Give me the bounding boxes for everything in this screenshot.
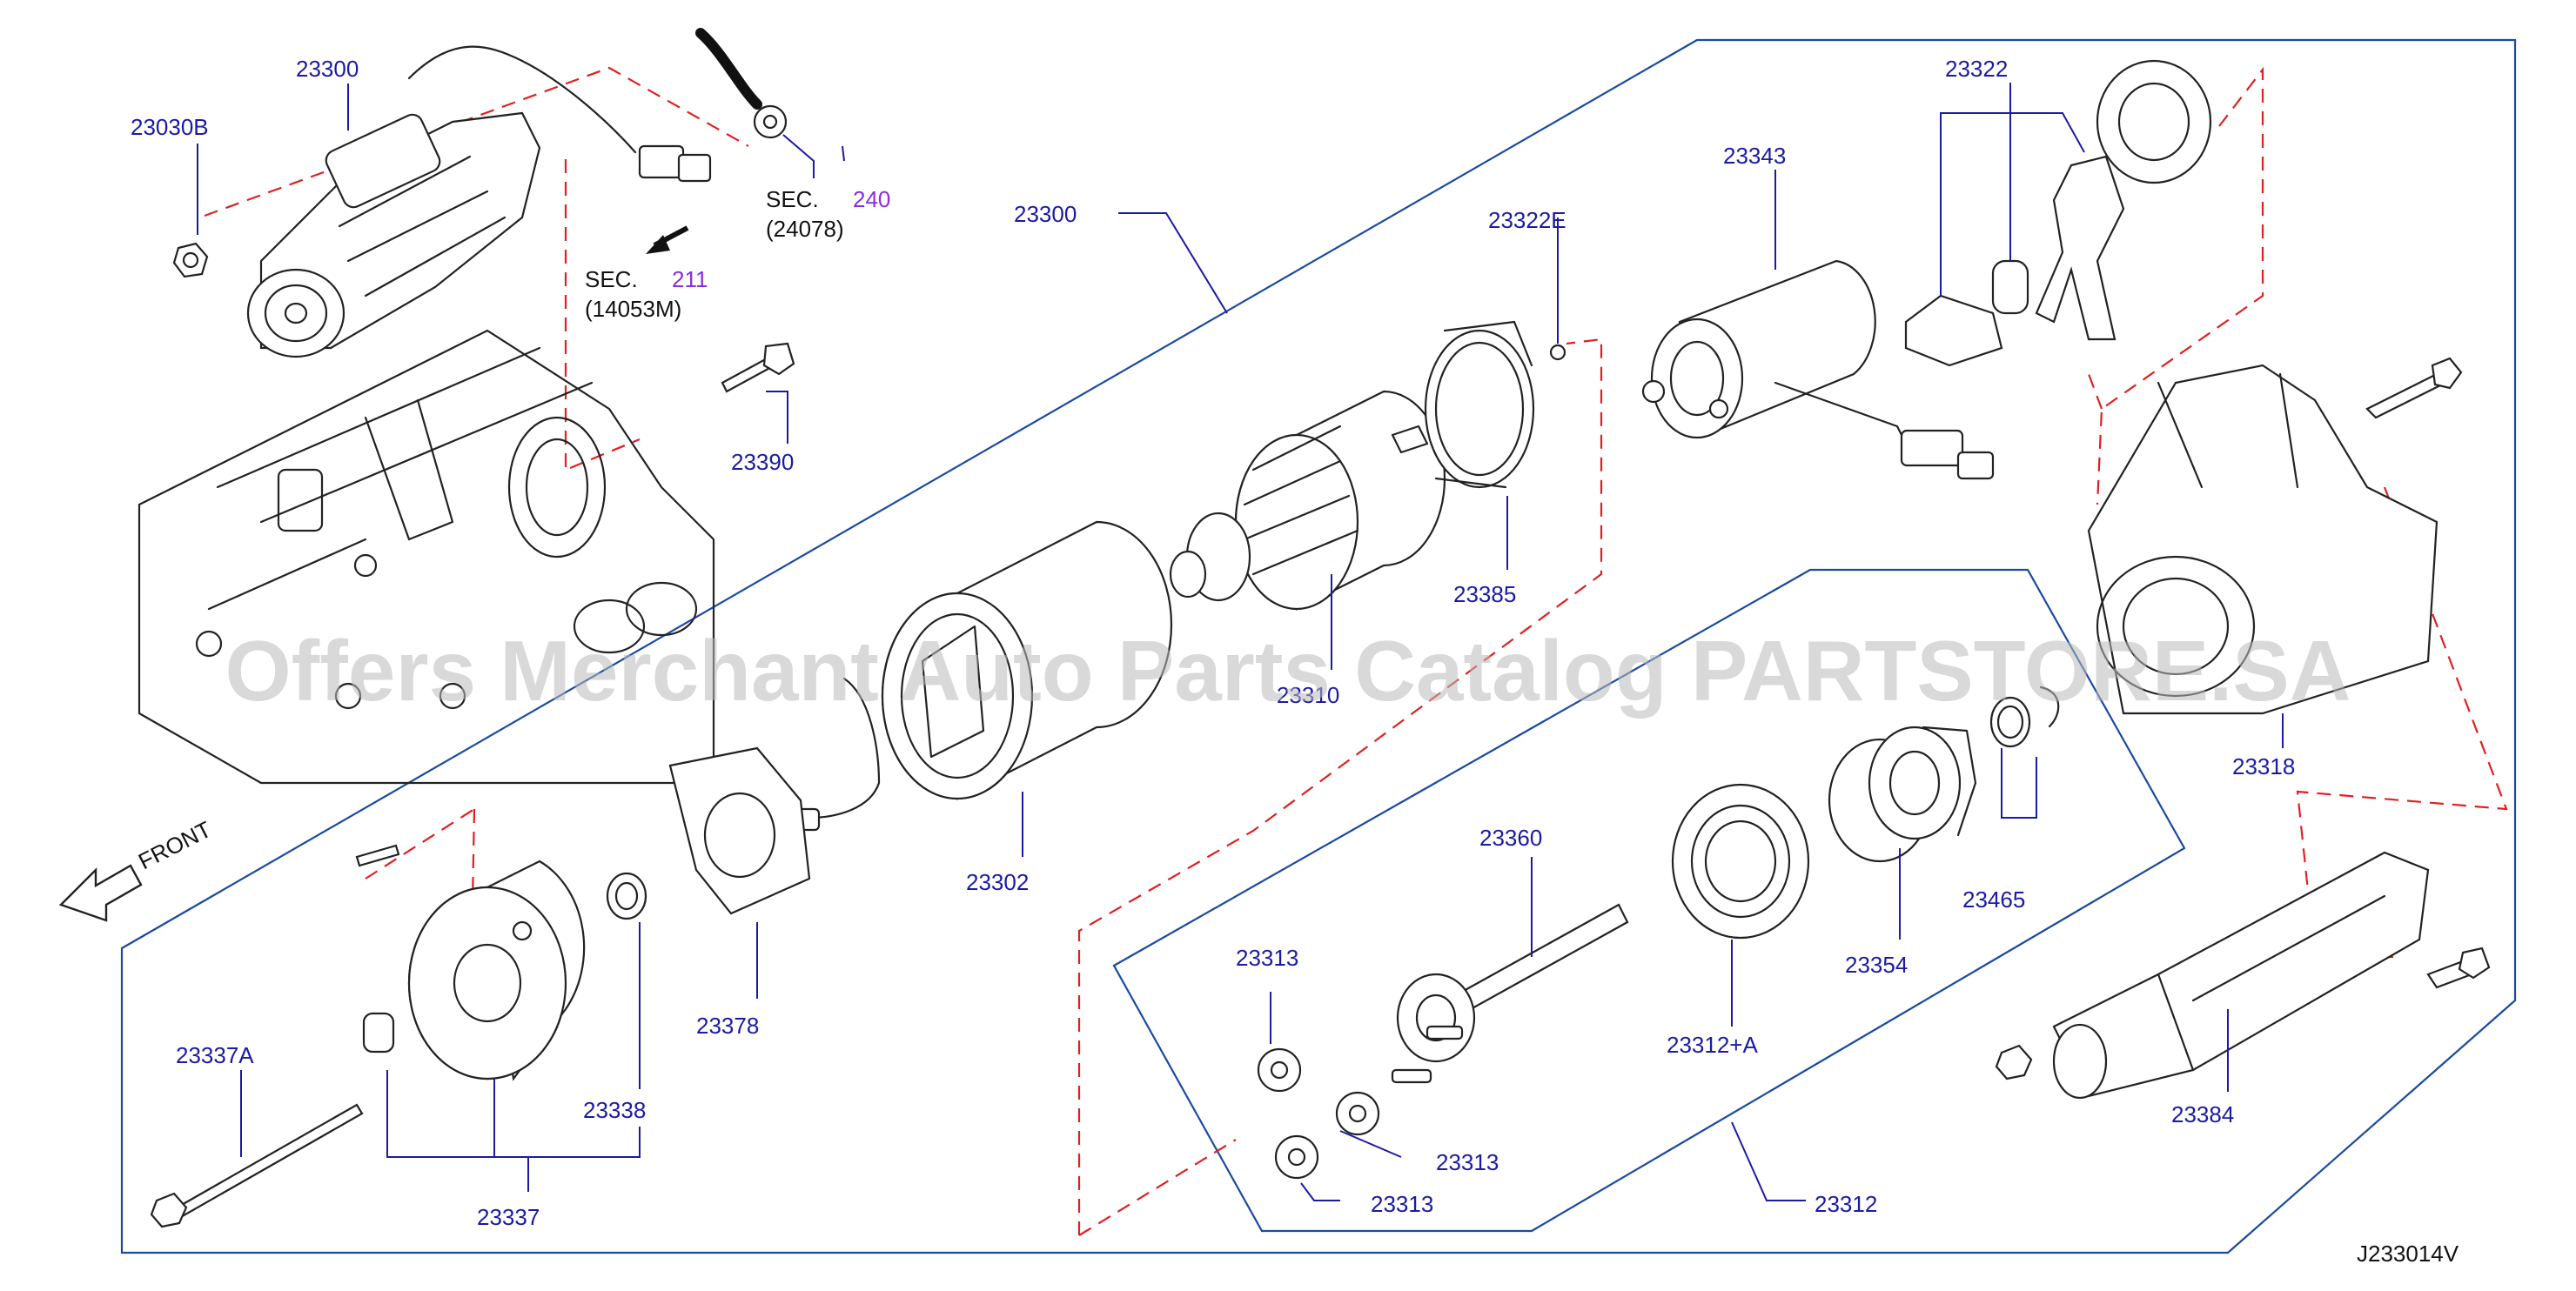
label-23322: 23322 xyxy=(1945,56,2008,82)
ring-23465 xyxy=(1989,686,2060,748)
rear-cover-23337 xyxy=(355,844,586,1081)
bracket-23384 xyxy=(1995,851,2491,1100)
planet-gears-23313 xyxy=(1257,1047,1380,1180)
label-23360: 23360 xyxy=(1479,825,1542,851)
label-23302: 23302 xyxy=(966,869,1029,895)
drive-subassembly-frame xyxy=(1112,568,2186,1233)
label-23384: 23384 xyxy=(2171,1101,2234,1127)
sec-211-number: 211 xyxy=(672,266,708,292)
shaft-23360 xyxy=(1391,903,1629,1084)
label-23312: 23312 xyxy=(1815,1191,1877,1217)
label-23465: 23465 xyxy=(1962,886,2025,913)
pinion-23354 xyxy=(1828,726,1977,863)
sec-211-prefix: SEC. xyxy=(585,266,638,292)
label-23300-top: 23300 xyxy=(296,56,359,82)
assembly-frame xyxy=(120,38,2517,1254)
label-23313-a: 23313 xyxy=(1236,945,1298,971)
sec-240-number: 240 xyxy=(853,186,890,212)
label-23343: 23343 xyxy=(1723,143,1786,169)
label-23385: 23385 xyxy=(1453,581,1516,607)
label-23337: 23337 xyxy=(477,1204,540,1230)
label-23378: 23378 xyxy=(696,1013,759,1039)
front-arrow-icon xyxy=(58,864,143,922)
sec-240-subref: (24078) xyxy=(766,216,844,242)
label-23390: 23390 xyxy=(731,449,794,475)
label-23322E: 23322E xyxy=(1488,207,1566,233)
watermark-text: Offers Merchant Auto Parts Catalog PARTS… xyxy=(225,623,2351,719)
label-23318: 23318 xyxy=(2232,753,2295,779)
armature-23310 xyxy=(1169,390,1446,611)
label-23313-b: 23313 xyxy=(1436,1149,1499,1175)
label-23313-c: 23313 xyxy=(1371,1191,1433,1217)
battery-cable xyxy=(695,28,788,139)
label-23312A: 23312+A xyxy=(1667,1032,1758,1058)
starter-motor-assembled xyxy=(246,45,712,358)
yoke-23302 xyxy=(786,520,1173,832)
front-label: FRONT xyxy=(134,816,216,874)
nut-23030B xyxy=(172,242,209,278)
engine-block xyxy=(138,329,715,785)
bolt-23390 xyxy=(721,342,795,393)
label-23337A: 23337A xyxy=(176,1042,254,1068)
label-23354: 23354 xyxy=(1845,952,1908,978)
bushing-23338 xyxy=(606,872,647,920)
solenoid-23343 xyxy=(1641,259,1995,480)
diagram-code: J233014V xyxy=(2357,1241,2459,1267)
label-23338: 23338 xyxy=(583,1097,646,1123)
sec-240-prefix: SEC. xyxy=(766,186,819,212)
brush-holder-23385 xyxy=(1424,320,1566,489)
brush-plate-23378 xyxy=(668,746,811,915)
label-23310: 23310 xyxy=(1277,682,1339,708)
leader-lines xyxy=(197,83,2284,1201)
label-23030B: 23030B xyxy=(131,114,209,140)
direction-arrow-icon xyxy=(646,225,689,254)
internal-gear-23312A xyxy=(1671,783,1810,940)
through-bolt-23337A xyxy=(150,1103,364,1228)
label-23300-main: 23300 xyxy=(1014,201,1077,227)
sec-211-subref: (14053M) xyxy=(585,296,681,322)
gear-housing-23318 xyxy=(2087,357,2463,715)
lever-kit-23322 xyxy=(1904,59,2212,367)
